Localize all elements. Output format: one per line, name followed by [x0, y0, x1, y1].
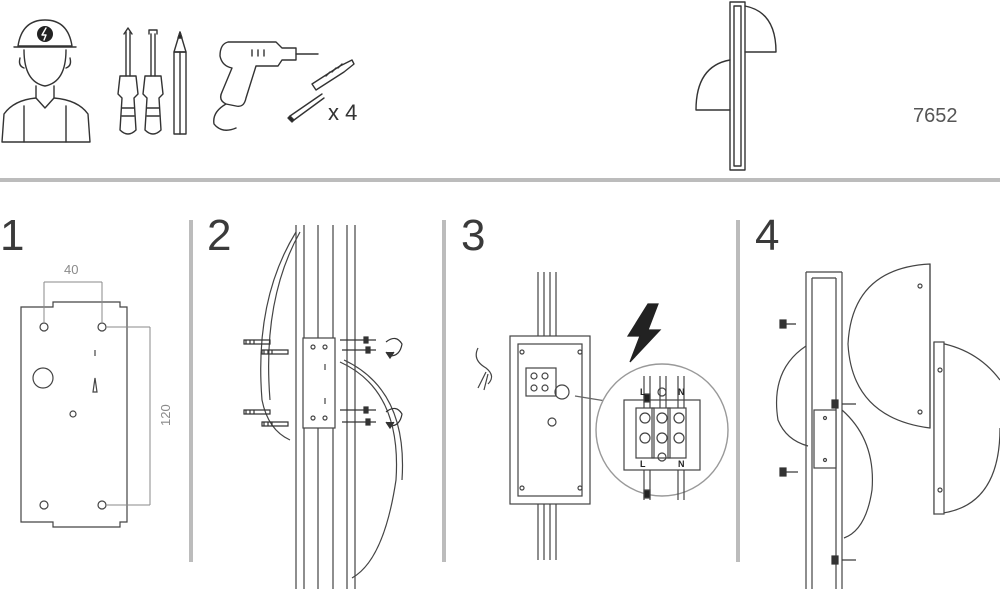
step-2-fixing [243, 225, 404, 589]
step-divider-1 [189, 220, 193, 562]
terminal-label-N-bottom: N [678, 459, 685, 469]
earth-icon [657, 452, 667, 462]
anchor-quantity: x 4 [328, 100, 357, 125]
wall-plug-screw-icon [287, 59, 355, 123]
terminal-label-L-bottom: L [640, 459, 646, 469]
phillips-screwdriver-icon [117, 27, 139, 135]
terminal-block [623, 376, 701, 500]
step-divider-3 [736, 220, 740, 562]
lightning-icon [626, 303, 662, 363]
step-number-3: 3 [461, 211, 485, 260]
screws-right [340, 336, 376, 426]
rotate-arrow-icon [385, 337, 403, 360]
terminal-label-N-top: N [678, 387, 685, 397]
earth-icon [657, 387, 667, 397]
flat-screwdriver-icon [142, 29, 164, 135]
wall-anchors-left [243, 339, 289, 427]
dimension-vertical: 120 [158, 404, 173, 426]
power-drill-icon [213, 41, 319, 131]
electrician-helmet-icon [1, 19, 91, 143]
terminal-label-L-top: L [640, 387, 646, 397]
product-thumbnail [695, 1, 777, 171]
rotate-arrow-icon [385, 407, 403, 430]
step-3-wiring [475, 272, 729, 560]
product-code: 7652 [913, 105, 958, 127]
dimension-lines [43, 281, 151, 506]
step-divider-2 [442, 220, 446, 562]
header: x 4 7652 [1, 1, 958, 171]
header-divider [0, 178, 1000, 182]
pencil-icon [173, 31, 187, 135]
zoom-detail-circle [595, 363, 729, 497]
dimension-horizontal: 40 [64, 262, 78, 277]
step-1-mounting-plate [20, 281, 151, 528]
step-number-1: 1 [0, 211, 24, 260]
step-number-2: 2 [207, 211, 231, 260]
step-4-final-assembly [775, 263, 1000, 589]
step-number-4: 4 [755, 211, 779, 260]
